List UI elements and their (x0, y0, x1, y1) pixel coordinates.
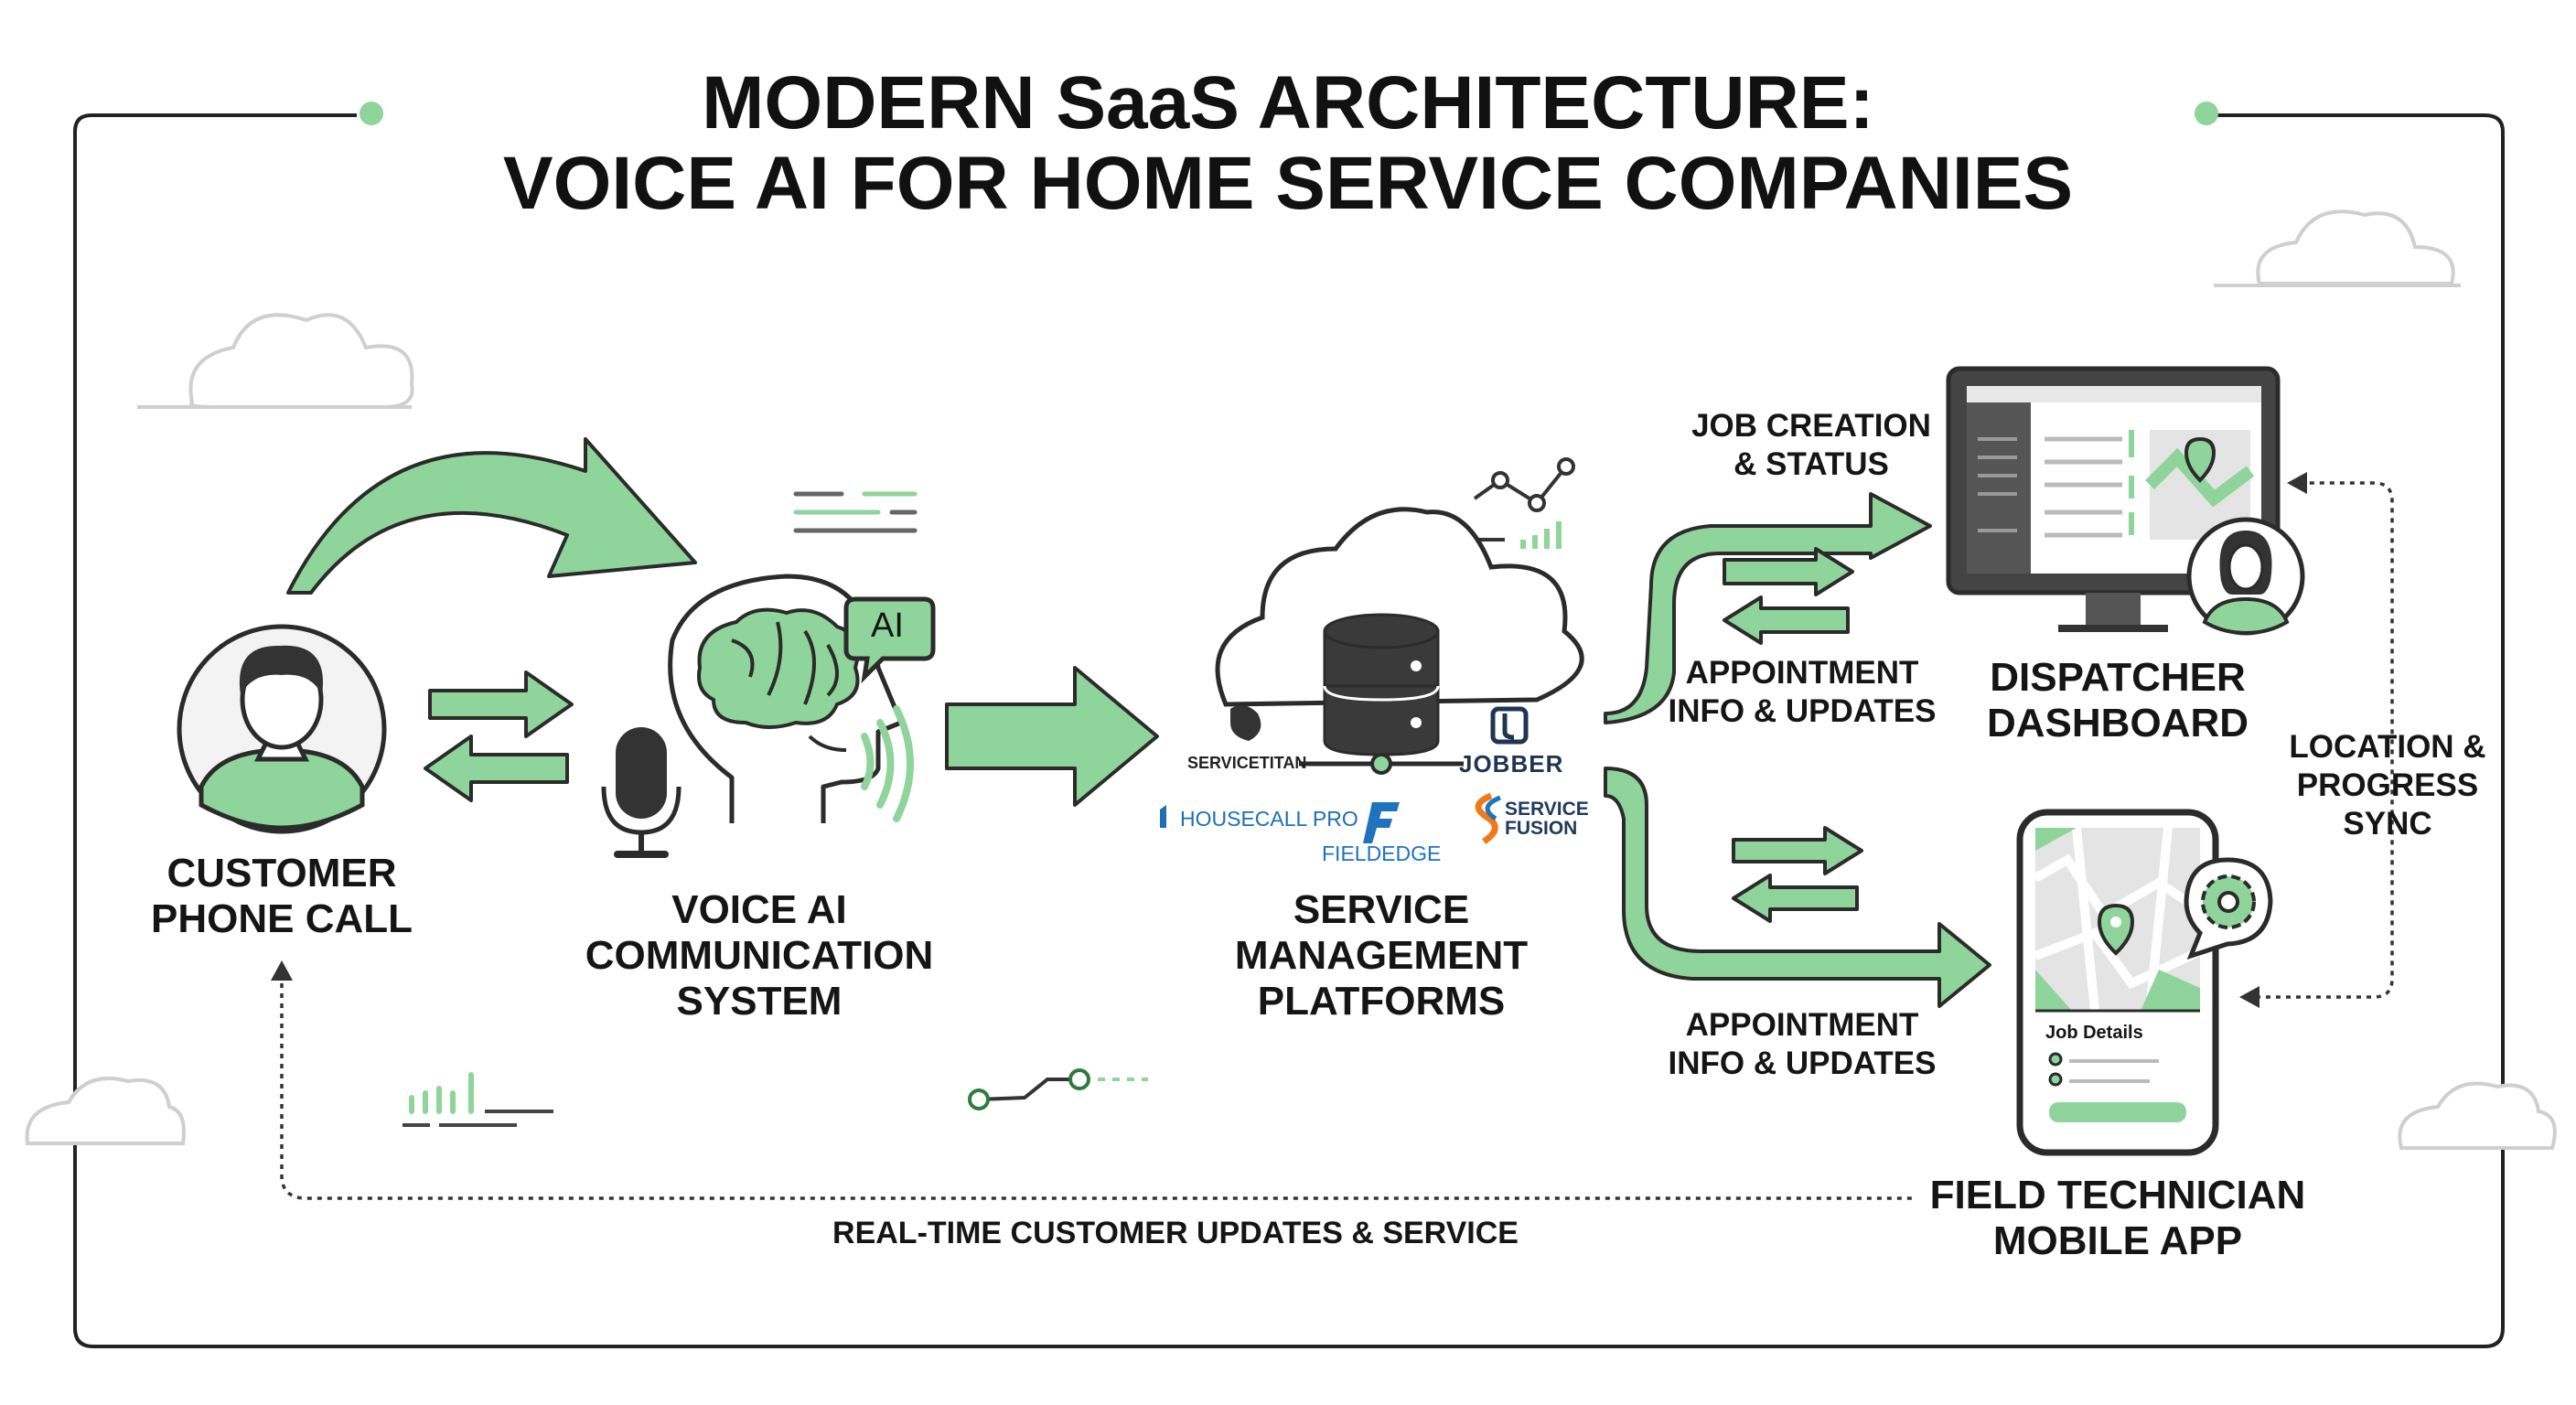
arrowheads (271, 472, 2307, 1008)
sound-wave-icon (861, 705, 914, 822)
servicefusion-logo-icon (1475, 792, 1501, 844)
page-title: MODERN SaaS ARCHITECTURE: VOICE AI FOR H… (0, 60, 2576, 227)
ai-badge-label: AI (871, 606, 904, 645)
voice-ai-head-icon (668, 574, 904, 823)
title-line-1: MODERN SaaS ARCHITECTURE: (702, 61, 1874, 145)
appointment-top-label: APPOINTMENT INFO & UPDATES (1668, 655, 1937, 729)
platforms-label: SERVICE MANAGEMENT PLATFORMS (1234, 887, 1529, 1024)
cloud-database-icon (1215, 507, 1584, 775)
servicefusion-logo: SERVICE FUSION (1505, 799, 1589, 839)
arrow-to-platforms (945, 666, 1159, 807)
jobber-logo-icon (1490, 706, 1529, 745)
curved-arrow-to-technician (1604, 767, 1991, 1008)
appointment-bottom-label: APPOINTMENT INFO & UPDATES (1668, 1007, 1937, 1081)
gear-chat-bubble-icon (2184, 857, 2273, 960)
voice-ai-label: VOICE AI COMMUNICATION SYSTEM (585, 887, 934, 1024)
fieldedge-logo: FIELDEDGE (1322, 842, 1442, 865)
bidirectional-arrows (424, 670, 574, 802)
dispatcher-monitor-icon (1946, 366, 2281, 632)
dispatcher-avatar (2186, 517, 2305, 636)
servicetitan-logo-icon (1230, 705, 1261, 741)
technician-phone-icon (2016, 809, 2219, 1156)
job-creation-label: JOB CREATION & STATUS (1691, 408, 1931, 482)
decorative-dash-lines (402, 1110, 553, 1127)
housecall-logo: HOUSECALL PRO (1180, 807, 1358, 831)
cloud-icon (2214, 209, 2461, 287)
customer-label: CUSTOMER PHONE CALL (151, 851, 413, 941)
decorative-data-lines (793, 491, 918, 533)
curved-arrow-to-dispatcher (1604, 492, 1932, 724)
curved-arrow-call-in (286, 437, 697, 595)
jobber-logo: JOBBER (1459, 750, 1564, 778)
housecall-logo-icon (1160, 805, 1166, 828)
dispatcher-label: DISPATCHER DASHBOARD (1987, 655, 2249, 745)
servicetitan-logo: SERVICETITAN (1187, 754, 1307, 772)
decorative-node-line (968, 1068, 1148, 1110)
frame-dot-left (360, 102, 383, 125)
decorative-trend-line (1468, 457, 1575, 549)
dotted-loop-location-sync (2246, 481, 2394, 999)
frame-dot-right (2195, 102, 2218, 125)
title-line-2: VOICE AI FOR HOME SERVICE COMPANIES (502, 142, 2074, 225)
microphone-icon (601, 727, 682, 858)
job-details-label: Job Details (2045, 1023, 2143, 1043)
dotted-loop-customer-updates (280, 983, 1912, 1200)
ai-chat-bubble-icon (843, 596, 936, 684)
decorative-signal-bars (409, 1072, 474, 1114)
cloud-icon (2398, 1081, 2557, 1150)
outer-frame (73, 113, 2505, 1348)
customer-updates-label: REAL-TIME CUSTOMER UPDATES & SERVICE (832, 1216, 1519, 1250)
cloud-icon (137, 313, 414, 409)
bidirectional-arrows (1723, 547, 1854, 645)
location-sync-label: LOCATION & PROGRESS SYNC (2289, 729, 2486, 842)
cloud-icon (25, 1076, 186, 1145)
customer-avatar (177, 624, 387, 834)
technician-label: FIELD TECHNICIAN MOBILE APP (1929, 1173, 2306, 1263)
fieldedge-logo-icon (1363, 802, 1400, 843)
bidirectional-arrows (1732, 826, 1863, 923)
